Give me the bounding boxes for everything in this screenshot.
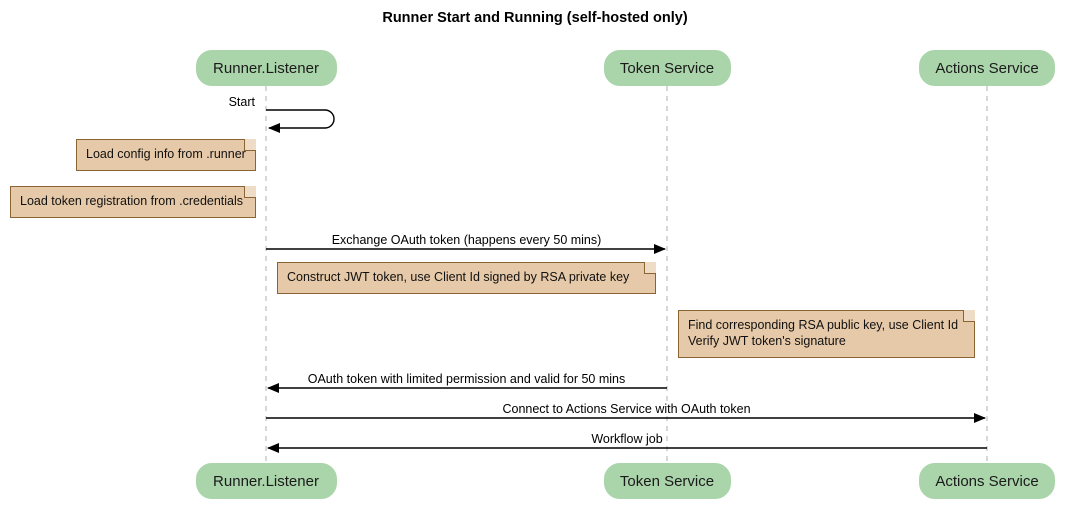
note-fold-corner-icon [244, 186, 256, 198]
participant-runner-top[interactable]: Runner.Listener [195, 50, 337, 86]
note-n3: Construct JWT token, use Client Id signe… [277, 262, 656, 294]
message-label-m1: Start [225, 95, 258, 109]
message-label-m2: Exchange OAuth token (happens every 50 m… [328, 233, 605, 247]
message-label-m3: OAuth token with limited permission and … [304, 372, 629, 386]
note-text: Load token registration from .credential… [20, 194, 244, 208]
note-n4: Find corresponding RSA public key, use C… [678, 310, 975, 358]
participant-runner-bottom[interactable]: Runner.Listener [195, 463, 337, 499]
participant-label: Actions Service [935, 59, 1039, 77]
messages-group [266, 109, 987, 453]
participant-actions-top[interactable]: Actions Service [919, 50, 1055, 86]
message-label-m4: Connect to Actions Service with OAuth to… [499, 402, 754, 416]
note-text: Find corresponding RSA public key, use C… [688, 318, 959, 348]
participant-label: Token Service [619, 59, 715, 77]
participant-label: Runner.Listener [213, 59, 319, 77]
note-n2: Load token registration from .credential… [10, 186, 256, 218]
note-n1: Load config info from .runner [76, 139, 256, 171]
participant-label: Token Service [619, 472, 715, 490]
participant-label: Runner.Listener [213, 472, 319, 490]
message-label-m5: Workflow job [588, 432, 666, 446]
message-arrow-m1 [266, 109, 335, 133]
note-fold-corner-icon [644, 262, 656, 274]
lifelines-group [265, 86, 988, 463]
note-text: Load config info from .runner [86, 147, 246, 161]
participant-actions-bottom[interactable]: Actions Service [919, 463, 1055, 499]
participant-token-top[interactable]: Token Service [603, 50, 731, 86]
participant-token-bottom[interactable]: Token Service [603, 463, 731, 499]
note-text: Construct JWT token, use Client Id signe… [287, 270, 630, 284]
note-fold-corner-icon [244, 139, 256, 151]
diagram-title: Runner Start and Running (self-hosted on… [382, 10, 688, 26]
note-fold-corner-icon [963, 310, 975, 322]
participant-label: Actions Service [935, 472, 1039, 490]
